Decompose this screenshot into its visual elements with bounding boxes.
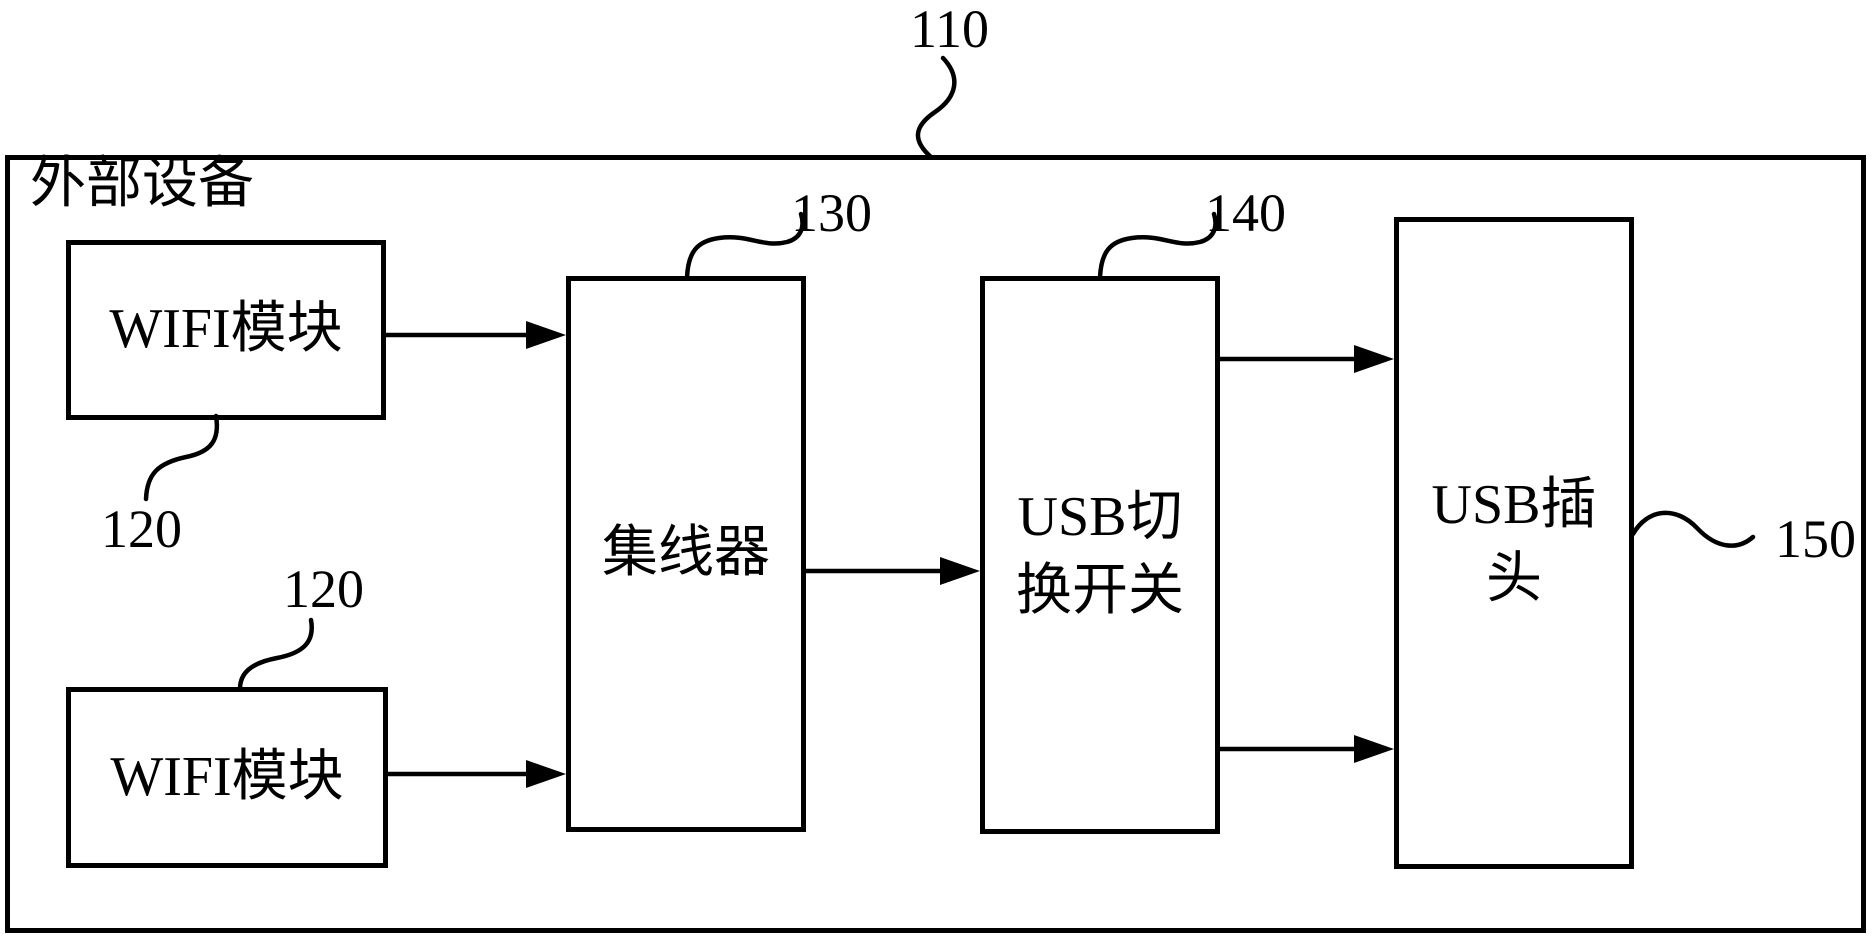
ref-label-150: 150	[1775, 509, 1856, 569]
ref-label-110: 110	[910, 0, 989, 59]
wifi-module-2-box: WIFI模块	[66, 687, 388, 868]
ref-label-120-bottom: 120	[283, 559, 364, 619]
leader-line-120-bottom	[237, 617, 314, 692]
leader-lines	[143, 55, 1756, 692]
hub-box: 集线器	[566, 276, 806, 832]
leader-line-150	[1630, 510, 1756, 548]
usb-switch-box: USB切 换开关	[980, 276, 1220, 834]
ref-label-140: 140	[1205, 183, 1286, 243]
usb-plug-label-line1: USB插	[1431, 474, 1597, 537]
arrow-wifi1-to-hub	[386, 321, 566, 349]
external-device-label: 外部设备	[30, 153, 254, 215]
usb-plug-label-line2: 头	[1486, 548, 1542, 610]
hub-label: 集线器	[602, 522, 770, 585]
ref-label-120-top: 120	[101, 499, 182, 559]
leader-line-140	[1097, 211, 1218, 281]
wifi-module-1-box: WIFI模块	[66, 240, 386, 420]
usb-plug-box: USB插 头	[1394, 217, 1634, 869]
ref-label-130: 130	[791, 183, 872, 243]
leader-line-130	[684, 211, 805, 281]
arrow-hub-to-switch	[806, 557, 980, 585]
leader-line-110	[915, 55, 957, 160]
arrow-switch-to-plug-top	[1220, 345, 1394, 373]
leader-line-120-top	[143, 413, 220, 502]
arrow-switch-to-plug-bottom	[1220, 735, 1394, 763]
usb-switch-label: USB切 换开关	[1016, 481, 1184, 629]
usb-switch-label-line2: 换开关	[1016, 560, 1184, 622]
external-device-box	[5, 155, 1866, 933]
wifi-module-1-label: WIFI模块	[109, 298, 343, 361]
wifi-module-2-label: WIFI模块	[110, 745, 344, 808]
usb-plug-label: USB插 头	[1432, 469, 1597, 617]
usb-switch-label-line1: USB切	[1017, 486, 1183, 549]
arrows	[386, 321, 1394, 788]
arrow-wifi2-to-hub	[388, 760, 566, 788]
